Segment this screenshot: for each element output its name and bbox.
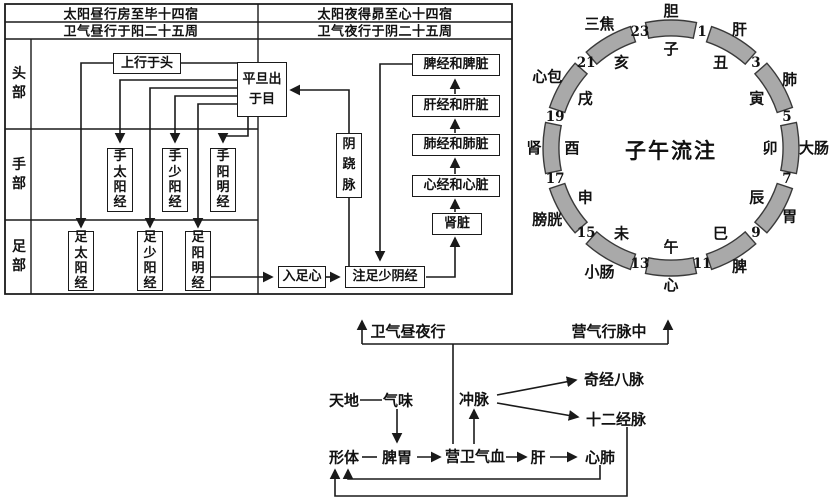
box-hand-taiyang: 手太阳经 <box>107 148 133 212</box>
box-yin-qiao: 阴跷脉 <box>336 133 362 198</box>
clock-branch-label: 卯 <box>762 139 777 157</box>
box-enter-sole: 入足心 <box>278 266 326 288</box>
clock-branch-label: 辰 <box>749 189 765 207</box>
clock-hour-label: 1 <box>697 24 706 40</box>
box-heart: 心经和心脏 <box>412 175 500 197</box>
box-foot-taiyang: 足太阳经 <box>68 230 94 291</box>
clock-segment <box>548 62 589 114</box>
box-up-to-head: 上行于头 <box>113 53 181 74</box>
clock-organ-label: 小肠 <box>584 263 614 281</box>
clock-hour-label: 23 <box>631 24 650 40</box>
clock-segment <box>585 25 637 66</box>
label-qi-flavor: 气味 <box>382 391 414 410</box>
header-weiqi-day: 卫气昼行于阳二十五周 <box>63 24 199 40</box>
clock-organ-label: 肾 <box>526 139 541 157</box>
clock-branch-label: 酉 <box>564 139 579 157</box>
clock-hour-label: 17 <box>546 171 565 187</box>
row-label-foot: 足部 <box>12 239 26 274</box>
label-chong-mai: 冲脉 <box>458 390 490 409</box>
clock-organ-label: 胃 <box>782 208 797 226</box>
box-hand-shaoyang: 手少阳经 <box>162 148 188 212</box>
connector-lines <box>348 198 668 458</box>
clock-organ-label: 胆 <box>663 2 678 20</box>
clock-hour-label: 21 <box>577 55 596 71</box>
clock-branch-label: 午 <box>663 238 678 256</box>
clock-hour-label: 5 <box>782 109 791 125</box>
clock-branch-label: 申 <box>578 189 593 207</box>
clock-segment <box>705 230 757 271</box>
clock-segment <box>644 256 698 277</box>
clock-hour-label: 13 <box>631 256 650 272</box>
clock-segment <box>542 121 563 175</box>
clock-organ-label: 心包 <box>532 68 562 86</box>
label-yingqi-flow: 营气行脉中 <box>571 322 647 341</box>
clock-organ-label: 心 <box>663 276 678 294</box>
clock-organ-label: 肝 <box>732 20 747 38</box>
box-spleen: 脾经和脾脏 <box>412 54 500 76</box>
clock-organ-label: 脾 <box>732 258 747 276</box>
clock-branch-label: 子 <box>663 40 678 58</box>
clock-hour-label: 7 <box>782 171 791 187</box>
clock-segment <box>548 182 589 234</box>
clock-branch-label: 丑 <box>713 53 728 71</box>
clock-organ-label: 三焦 <box>584 15 614 33</box>
header-sun-day: 太阳昼行房至毕十四宿 <box>63 7 199 23</box>
clock-segment <box>585 230 637 271</box>
label-eight-vessels: 奇经八脉 <box>583 370 645 389</box>
clock-organ-label: 肺 <box>782 71 797 89</box>
box-lung: 肺经和肺脏 <box>412 134 500 156</box>
clock-hour-label: 15 <box>577 225 596 241</box>
clock-segment <box>753 62 794 114</box>
clock-segment <box>644 19 698 40</box>
clock-organ-label: 大肠 <box>799 139 829 157</box>
label-heaven-earth: 天地 <box>328 391 360 410</box>
clock-title: 子午流注 <box>625 138 717 163</box>
label-spleen-stomach: 脾胃 <box>381 448 413 467</box>
label-heart-lung: 心肺 <box>584 448 616 467</box>
clock-segment <box>779 121 800 175</box>
box-pour-foot-shaoyin: 注足少阴经 <box>345 266 425 288</box>
label-liver: 肝 <box>530 448 546 467</box>
clock-branch-label: 未 <box>613 225 630 243</box>
clock-segment <box>753 182 794 234</box>
clock-hour-label: 9 <box>751 225 760 241</box>
arrow-lines <box>75 62 674 497</box>
box-liver: 肝经和肝脏 <box>412 95 500 117</box>
header-sun-night: 太阳夜得昴至心十四宿 <box>317 7 453 23</box>
box-kidney: 肾脏 <box>432 213 482 235</box>
row-label-hand: 手部 <box>12 157 26 192</box>
box-hand-yangming: 手阳明经 <box>210 148 236 212</box>
header-weiqi-night: 卫气夜行于阴二十五周 <box>317 24 453 40</box>
clock-hour-label: 19 <box>546 109 565 125</box>
box-foot-shaoyang: 足少阳经 <box>137 230 163 291</box>
clock-branch-label: 亥 <box>614 53 629 71</box>
box-foot-yangming: 足阳明经 <box>185 230 211 291</box>
row-label-head: 头部 <box>12 66 26 101</box>
label-ying-wei-qi-blood: 营卫气血 <box>444 447 506 466</box>
clock-hour-label: 3 <box>751 55 760 71</box>
table-grid <box>4 3 513 295</box>
clock-branch-label: 寅 <box>749 90 764 108</box>
label-body-form: 形体 <box>328 448 360 467</box>
label-twelve-meridians: 十二经脉 <box>585 410 647 429</box>
clock-branch-label: 戌 <box>578 90 593 108</box>
clock-branch-label: 巳 <box>713 225 728 243</box>
label-weiqi-flow: 卫气昼夜行 <box>370 322 446 341</box>
box-dawn-exit-eyes: 平旦出于目 <box>237 62 287 117</box>
clock-organ-label: 膀胱 <box>532 211 562 229</box>
clock-segment <box>705 25 757 66</box>
clock-hour-label: 11 <box>693 256 712 272</box>
